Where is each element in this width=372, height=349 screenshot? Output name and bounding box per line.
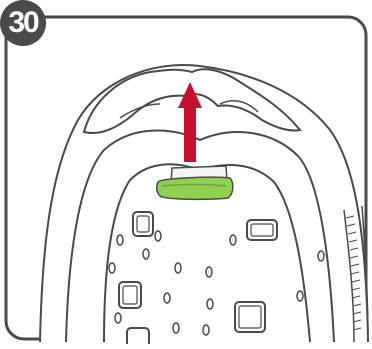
step-number-badge: 30 bbox=[0, 0, 46, 46]
harness-slot bbox=[127, 328, 149, 344]
pull-arrow-shaft bbox=[184, 106, 196, 162]
step-number: 30 bbox=[8, 6, 37, 40]
release-tab bbox=[157, 177, 233, 199]
